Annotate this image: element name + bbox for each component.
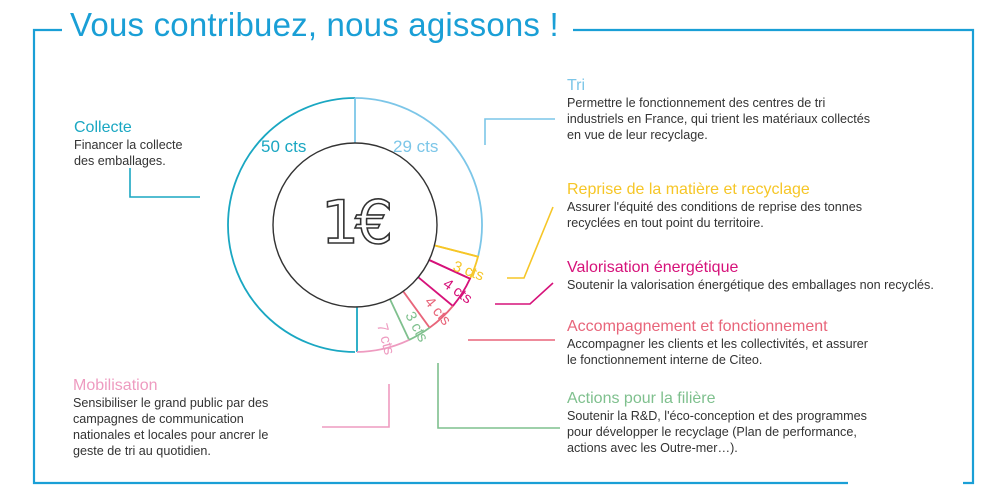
frame bbox=[32, 28, 975, 485]
center-amount: 1€ bbox=[320, 187, 394, 259]
block-valorisation: Valorisation énergétique Soutenir la val… bbox=[567, 258, 934, 293]
block-collecte: Collecte Financer la collecte des emball… bbox=[74, 118, 183, 169]
reprise-line-2: recyclées en tout point du territoire. bbox=[567, 216, 764, 230]
block-actions: Actions pour la filière Soutenir la R&D,… bbox=[567, 389, 867, 456]
block-accompagnement: Accompagnement et fonctionnement Accompa… bbox=[567, 317, 868, 368]
block-reprise: Reprise de la matière et recyclage Assur… bbox=[567, 180, 862, 231]
mobilisation-line-2: campagnes de communication bbox=[73, 412, 244, 426]
actions-line-1: Soutenir la R&D, l'éco-conception et des… bbox=[567, 409, 867, 423]
accompagnement-title: Accompagnement et fonctionnement bbox=[567, 318, 828, 335]
mobilisation-line-4: geste de tri au quotidien. bbox=[73, 444, 211, 458]
mobilisation-line-3: nationales et locales pour ancrer le bbox=[73, 428, 269, 442]
reprise-line-1: Assurer l'équité des conditions de repri… bbox=[567, 200, 863, 214]
center-circle bbox=[272, 142, 438, 308]
slice-collecte[interactable] bbox=[227, 97, 356, 353]
slice-tri[interactable] bbox=[354, 97, 483, 257]
label-tri: 29 cts bbox=[393, 137, 438, 156]
page-title: Vous contribuez, nous agissons ! bbox=[70, 6, 559, 43]
slice-mobilisation[interactable] bbox=[356, 339, 410, 353]
accompagnement-line-2: le fonctionnement interne de Citeo. bbox=[567, 353, 763, 367]
actions-line-3: actions avec les Outre-mer…). bbox=[567, 441, 738, 455]
label-collecte: 50 cts bbox=[261, 137, 306, 156]
collecte-line-2: des emballages. bbox=[74, 154, 166, 168]
actions-title: Actions pour la filière bbox=[567, 390, 716, 407]
mobilisation-title: Mobilisation bbox=[73, 377, 158, 394]
valorisation-title: Valorisation énergétique bbox=[567, 259, 739, 276]
collecte-line-1: Financer la collecte bbox=[74, 138, 183, 152]
accompagnement-line-1: Accompagner les clients et les collectiv… bbox=[567, 337, 868, 351]
collecte-title: Collecte bbox=[74, 119, 132, 136]
connectors bbox=[129, 118, 560, 429]
tri-line-3: en vue de leur recyclage. bbox=[567, 128, 708, 142]
slice-accompagnement[interactable] bbox=[429, 305, 454, 329]
tri-title: Tri bbox=[567, 77, 586, 94]
actions-line-2: pour développer le recyclage (Plan de pe… bbox=[567, 425, 857, 439]
valorisation-line-1: Soutenir la valorisation énergétique des… bbox=[567, 278, 934, 292]
block-tri: Tri Permettre le fonctionnement des cent… bbox=[567, 76, 870, 143]
block-mobilisation: Mobilisation Sensibiliser le grand publi… bbox=[73, 376, 268, 459]
reprise-title: Reprise de la matière et recyclage bbox=[567, 181, 810, 198]
tri-line-1: Permettre le fonctionnement des centres … bbox=[567, 96, 826, 110]
label-mobilisation: 7 cts bbox=[373, 322, 398, 357]
donut-chart bbox=[227, 97, 483, 353]
tri-line-2: industriels en France, qui trient les ma… bbox=[567, 112, 871, 126]
mobilisation-line-1: Sensibiliser le grand public par des bbox=[73, 396, 269, 410]
label-actions: 3 cts bbox=[401, 309, 431, 345]
